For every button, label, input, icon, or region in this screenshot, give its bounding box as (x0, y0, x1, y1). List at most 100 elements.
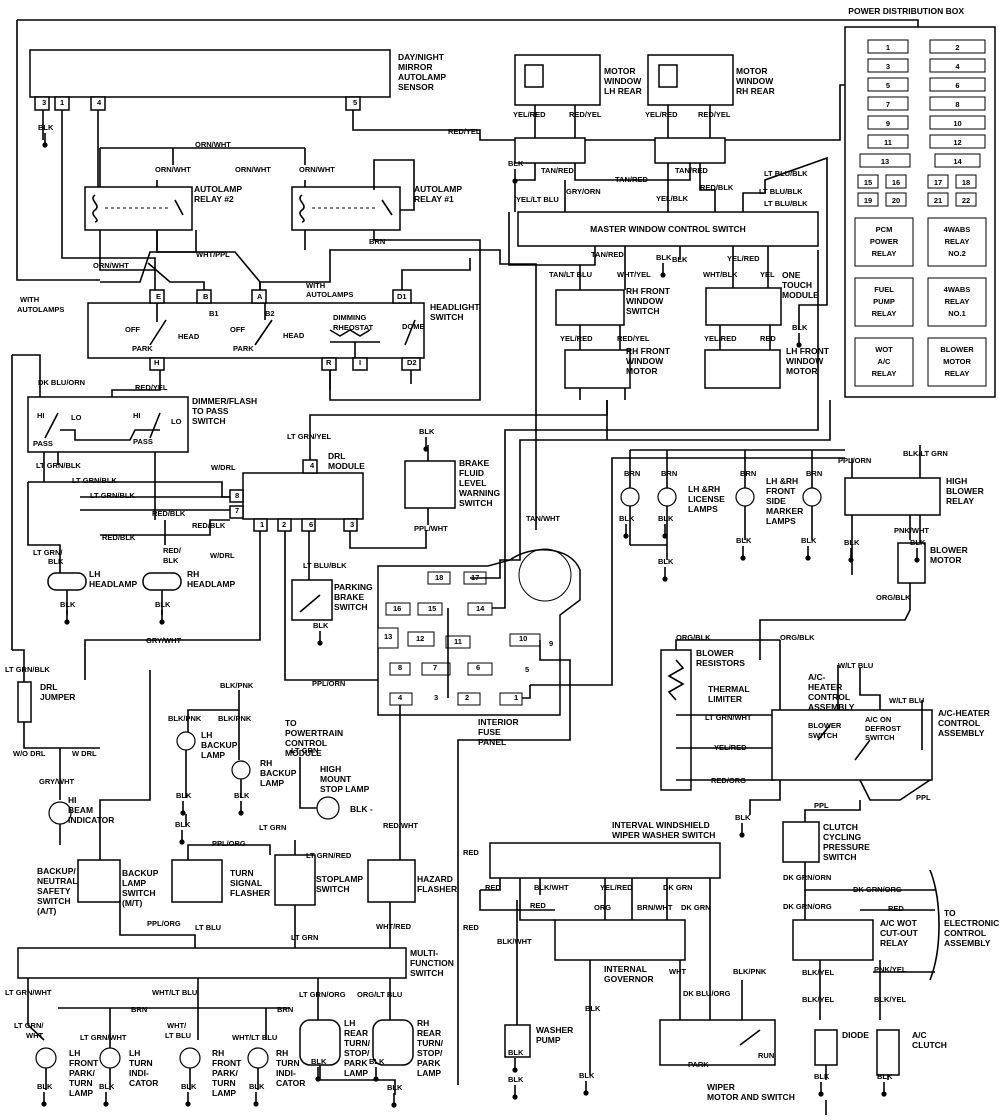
terminal-label: DIMMING (333, 313, 366, 322)
terminal-label: HI (37, 411, 45, 420)
svg-text:LAMP: LAMP (122, 878, 146, 888)
ground-icon: BLK (508, 159, 524, 184)
wire-label: W/LT BLU (889, 696, 924, 705)
terminal-label: HEAD (178, 332, 200, 341)
svg-text:DIMMER/FLASH: DIMMER/FLASH (192, 396, 257, 406)
wire-label: BLK/PNK (168, 714, 202, 723)
svg-text:INDICATOR: INDICATOR (68, 815, 114, 825)
terminal-label: SWITCH (865, 733, 895, 742)
svg-text:BLK: BLK (181, 1082, 197, 1091)
svg-text:TO: TO (285, 718, 297, 728)
wire-label: LT BLU/BLK (303, 561, 347, 570)
svg-text:HEADLAMP: HEADLAMP (89, 579, 137, 589)
svg-text:WIPER WASHER SWITCH: WIPER WASHER SWITCH (612, 830, 715, 840)
wiper-wiring (479, 842, 776, 1075)
svg-text:BLK: BLK (369, 1057, 385, 1066)
terminal-label: HI (133, 411, 141, 420)
svg-text:SWITCH: SWITCH (316, 884, 350, 894)
svg-text:BLOWER: BLOWER (940, 345, 974, 354)
svg-text:BLK: BLK (249, 1082, 265, 1091)
svg-text:STOP/: STOP/ (417, 1048, 443, 1058)
svg-text:LAMP: LAMP (201, 750, 225, 760)
svg-text:RELAY: RELAY (946, 496, 974, 506)
svg-text:SWITCH: SWITCH (626, 306, 660, 316)
wire-label: LT GRN (259, 823, 286, 832)
svg-text:NO.2: NO.2 (948, 249, 966, 258)
svg-text:ONE: ONE (782, 270, 801, 280)
wire-label: ORN/WHT (155, 165, 191, 174)
svg-text:TURN: TURN (230, 868, 254, 878)
wire-label: LT GRN/ORG (299, 990, 346, 999)
wire-label: TAN/RED (615, 175, 648, 184)
wire-label: AUTOLAMPS (17, 305, 64, 314)
wire-label: WHT/ (167, 1021, 187, 1030)
svg-text:MOTOR: MOTOR (930, 555, 961, 565)
svg-text:2: 2 (955, 43, 959, 52)
svg-text:NO.1: NO.1 (948, 309, 966, 318)
component-labels: DAY/NIGHTMIRRORAUTOLAMPSENSORMOTORWINDOW… (37, 52, 999, 1102)
svg-text:BLK: BLK (311, 1057, 327, 1066)
terminal-label: RHEOSTAT (333, 323, 374, 332)
svg-text:MULTI-: MULTI- (410, 948, 438, 958)
bottom-left-wiring (12, 649, 416, 1095)
svg-text:WINDOW: WINDOW (736, 76, 774, 86)
svg-text:BLOWER: BLOWER (930, 545, 968, 555)
ground-icon: BLK (311, 1057, 327, 1082)
wire-label: YEL/RED (645, 110, 678, 119)
svg-text:HEADLIGHT: HEADLIGHT (430, 302, 480, 312)
internal-governor-box (554, 919, 686, 961)
svg-text:INDI-: INDI- (129, 1068, 149, 1078)
wire-label: ORN/WHT (235, 165, 271, 174)
svg-text:GOVERNOR: GOVERNOR (604, 974, 654, 984)
parking-brake-switch (291, 579, 333, 621)
svg-text:SENSOR: SENSOR (398, 82, 434, 92)
svg-text:9: 9 (886, 119, 890, 128)
ground-icon: BLK (387, 1083, 403, 1108)
svg-text:PUMP: PUMP (536, 1035, 561, 1045)
wire-label: BLK/PNK (733, 967, 767, 976)
terminal-label: B1 (209, 309, 219, 318)
svg-text:MOTOR: MOTOR (626, 366, 657, 376)
svg-text:AUTOLAMP: AUTOLAMP (414, 184, 462, 194)
ground-icon: BLK (619, 514, 635, 539)
svg-text:PARK/: PARK/ (69, 1068, 95, 1078)
wire-label: GRY/ORN (566, 187, 601, 196)
wire-label: YEL/RED (600, 883, 633, 892)
svg-text:ASSEMBLY: ASSEMBLY (938, 728, 985, 738)
svg-text:MODULE: MODULE (782, 290, 819, 300)
terminal-label: B2 (265, 309, 275, 318)
terminal-label: DEFROST (865, 724, 901, 733)
wire-label: LT GRN/BLK (90, 491, 135, 500)
ground-icon: BLK (658, 557, 674, 582)
terminal-label: LO (171, 417, 182, 426)
svg-text:4WABS: 4WABS (944, 225, 971, 234)
svg-text:CYCLING: CYCLING (823, 832, 862, 842)
svg-text:MODULE: MODULE (285, 748, 322, 758)
svg-text:TO: TO (944, 908, 956, 918)
svg-text:BLK: BLK (844, 538, 860, 547)
svg-text:BLK: BLK (234, 791, 250, 800)
ground-icon: BLK (735, 813, 751, 838)
wire-label: AUTOLAMPS (306, 290, 353, 299)
ground-icon: BLK (37, 1082, 53, 1107)
svg-text:SIGNAL: SIGNAL (230, 878, 262, 888)
svg-text:MOTOR: MOTOR (736, 66, 767, 76)
terminal-label: BLOWER (808, 721, 842, 730)
svg-text:WINDOW: WINDOW (626, 356, 664, 366)
svg-text:14: 14 (953, 157, 962, 166)
svg-text:SIDE: SIDE (766, 496, 786, 506)
